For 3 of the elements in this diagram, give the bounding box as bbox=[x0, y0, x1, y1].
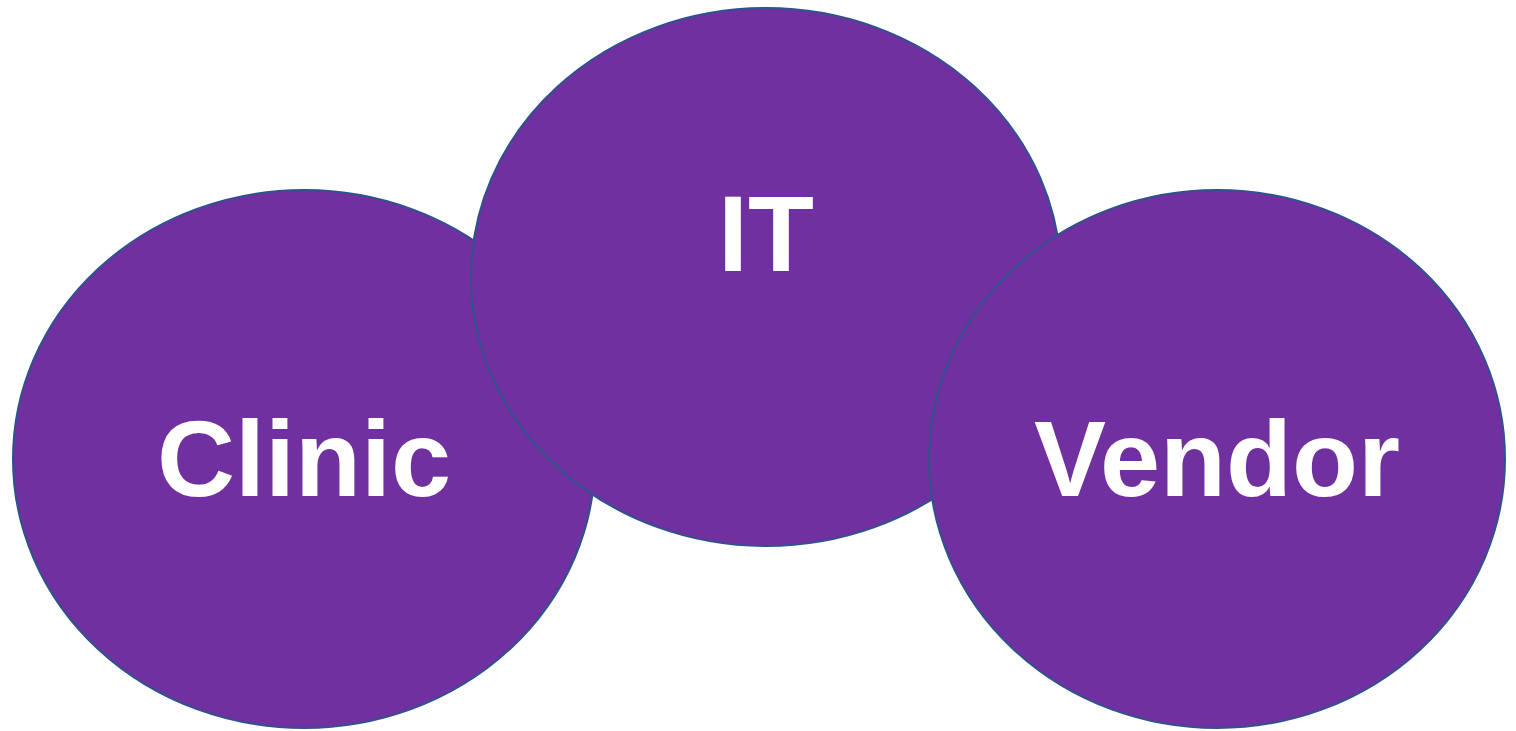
node-label: Vendor bbox=[1032, 405, 1402, 513]
node-label: Clinic bbox=[155, 405, 452, 513]
node-label: IT bbox=[717, 179, 815, 288]
